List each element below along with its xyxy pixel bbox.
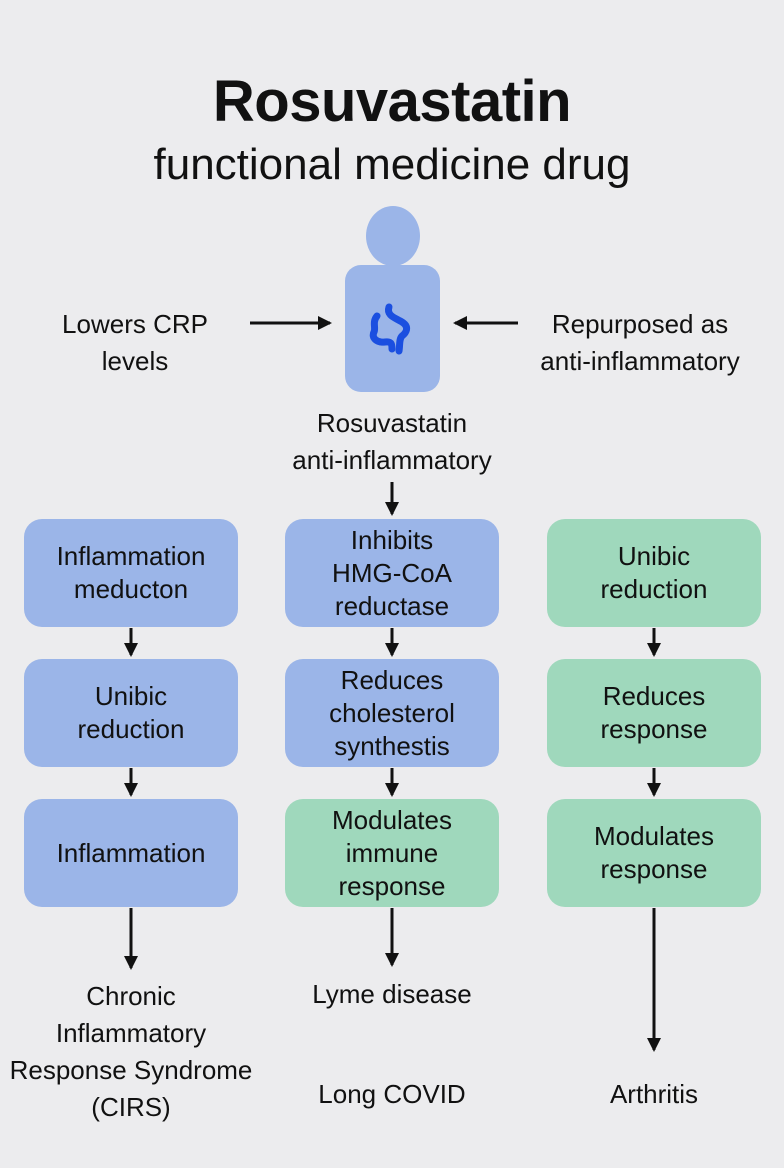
outcome-line: (CIRS) [91, 1092, 171, 1122]
outcome-line: Response Syndrome [9, 1055, 253, 1085]
flow-box-line: Unibic [617, 541, 691, 571]
outcome-line: Lyme disease [312, 979, 472, 1009]
label-line: Lowers CRP [62, 309, 208, 339]
flow-box-line: immune [345, 837, 439, 868]
label-lowers-crp: Lowers CRP levels [20, 306, 250, 380]
flow-box-line: reduction [600, 574, 708, 604]
flow-box-line: Reduces [602, 681, 706, 711]
flow-box-line: HMG-CoA [332, 557, 452, 588]
flow-box-line: Inflammation [56, 541, 206, 571]
flow-box-line: Inhibits [350, 524, 434, 555]
person-body [345, 265, 440, 392]
caption-line: Rosuvastatin [316, 408, 468, 438]
molecule-icon [369, 303, 411, 355]
flow-box-line: Modulates [594, 821, 714, 851]
flow-box-line: Inflammation [56, 837, 206, 868]
outcome-line: Chronic [86, 981, 176, 1011]
flow-box-line: reduction [77, 714, 185, 744]
caption-line: anti-inflammatory [292, 445, 492, 475]
flow-box-line: meducton [73, 574, 189, 604]
outcome-line: Arthritis [609, 1079, 699, 1109]
outcome-label: Long COVID [242, 1076, 542, 1113]
label-line: anti-inflammatory [540, 346, 740, 376]
flow-box-line: cholesterol [329, 697, 455, 728]
flow-box-line: Modulates [332, 804, 452, 835]
flow-box: Inflammation [24, 799, 238, 907]
flow-box-line: response [600, 714, 708, 744]
flow-box-line: response [338, 870, 446, 901]
flow-box-line: Reduces [340, 664, 444, 695]
person-head [366, 206, 420, 266]
diagram-subtitle: functional medicine drug [153, 140, 631, 189]
diagram-title: Rosuvastatin [212, 69, 572, 134]
outcome-label: Lyme disease [242, 976, 542, 1013]
person-with-molecule-icon [345, 206, 440, 392]
flow-box-line: response [600, 854, 708, 884]
flow-box-line: reductase [334, 590, 450, 621]
flow-box-text: Inflammation [57, 837, 206, 870]
flow-box-line: synthestis [334, 730, 450, 761]
outcome-label: Arthritis [504, 1076, 784, 1113]
label-line: Repurposed as [551, 309, 729, 339]
label-line: levels [101, 346, 169, 376]
outcome-line: Long COVID [318, 1079, 466, 1109]
outcome-line: Inflammatory [55, 1018, 207, 1048]
flow-box-line: Unibic [94, 681, 168, 711]
center-caption: Rosuvastatin anti-inflammatory [242, 405, 542, 479]
label-repurposed: Repurposed as anti-inflammatory [505, 306, 775, 380]
